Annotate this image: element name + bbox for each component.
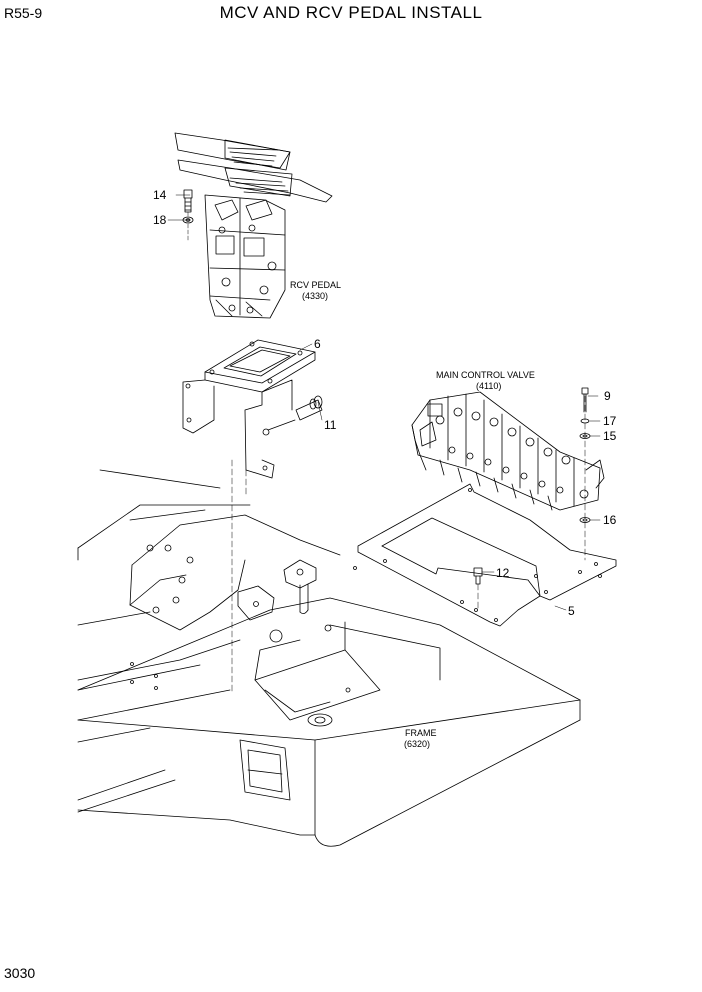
callout-16: 16 — [603, 513, 617, 527]
callout-18: 18 — [153, 213, 167, 227]
pedal-bracket — [183, 340, 315, 478]
main-control-valve-assembly — [412, 392, 604, 510]
bolt-9 — [582, 388, 588, 412]
rcv-pedal-label: RCV PEDAL — [290, 280, 342, 290]
callout-11: 11 — [324, 418, 337, 432]
frame-code: (6320) — [404, 739, 431, 749]
rcv-pedal-assembly — [175, 133, 332, 318]
page-number: 3030 — [4, 965, 36, 981]
bolt-12 — [474, 568, 482, 584]
main-control-valve-label: MAIN CONTROL VALVE — [436, 370, 535, 380]
main-control-valve-code: (4110) — [476, 381, 502, 391]
bolt-14 — [184, 190, 192, 212]
leader-lines — [168, 195, 600, 692]
callout-14: 14 — [153, 188, 167, 202]
bolt-11 — [296, 396, 322, 420]
callout-5: 5 — [568, 604, 575, 618]
page-title: MCV AND RCV PEDAL INSTALL — [219, 3, 483, 22]
callout-12: 12 — [496, 566, 510, 580]
rcv-pedal-code: (4330) — [302, 291, 329, 301]
frame-assembly — [78, 470, 580, 846]
mounting-plate — [358, 484, 616, 626]
callout-9: 9 — [604, 389, 611, 403]
callout-6: 6 — [314, 337, 321, 351]
frame-label: FRAME — [405, 728, 437, 738]
callout-15: 15 — [603, 429, 617, 443]
model-number: R55-9 — [4, 5, 43, 21]
callout-17: 17 — [603, 414, 617, 428]
